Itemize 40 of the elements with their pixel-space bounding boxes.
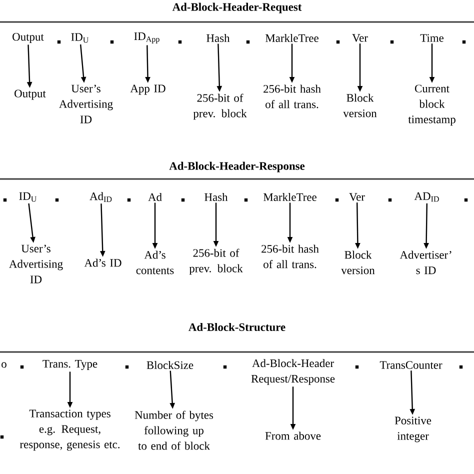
field-name: Ver bbox=[349, 193, 365, 201]
field-name: Output bbox=[12, 33, 44, 43]
field-name: MarkleTree bbox=[266, 34, 318, 42]
field-name: Ad-Block-Header Request/Response bbox=[251, 359, 335, 385]
field-name: AD$_{ID}$ bbox=[414, 192, 439, 202]
field-description: Positive integer bbox=[394, 416, 432, 442]
field-name: MarkleTree bbox=[264, 192, 316, 202]
field-name: ID$_{App}$ bbox=[134, 32, 160, 44]
field-description: Output bbox=[14, 90, 46, 100]
section-heading: Ad-Block-Structure bbox=[188, 322, 286, 332]
field-name: Hash bbox=[204, 192, 228, 202]
field-description: Ad’s ID bbox=[84, 258, 122, 267]
field-name: Ad$_{ID}$ bbox=[90, 192, 112, 202]
field-name: o bbox=[2, 362, 6, 368]
field-description: App ID bbox=[130, 84, 166, 95]
section-heading: Ad-Block-Header-Response bbox=[169, 162, 305, 172]
field-description: Transaction types e.g. Request, response, genesis etc. bbox=[20, 410, 120, 451]
field-description: 256-bit hash of all trans. bbox=[262, 244, 319, 268]
field-description: 256-bit of prev. block bbox=[193, 94, 247, 120]
field-description: Number of bytes following up to end of block bbox=[134, 410, 214, 450]
field-name: Time bbox=[420, 34, 444, 42]
section-heading: Ad-Block-Header-Request bbox=[172, 2, 302, 14]
field-description: Block version bbox=[341, 250, 375, 274]
field-name: ID$_{U}$ bbox=[71, 33, 89, 43]
field-name: Trans. Type bbox=[42, 360, 98, 370]
field-name: TransCounter bbox=[380, 361, 442, 369]
field-description: User’s Advertising ID bbox=[59, 84, 113, 124]
field-description: 256-bit hash of all trans. bbox=[264, 84, 321, 108]
field-description: From above bbox=[265, 432, 321, 440]
field-name: Hash bbox=[206, 34, 230, 42]
field-name: Ver bbox=[352, 34, 368, 42]
field-description: Current block timestamp bbox=[408, 84, 456, 126]
field-description: Block version bbox=[343, 94, 377, 118]
field-name: Ad bbox=[148, 192, 162, 202]
field-description: Advertiser’ s ID bbox=[400, 250, 452, 274]
field-description: 256-bit of prev. block bbox=[189, 248, 243, 275]
field-name: ID$_{U}$ bbox=[19, 192, 37, 202]
field-description: Ad’s contents bbox=[136, 250, 174, 274]
field-name: BlockSize bbox=[146, 360, 194, 370]
field-description: User’s Advertising ID bbox=[9, 244, 63, 284]
